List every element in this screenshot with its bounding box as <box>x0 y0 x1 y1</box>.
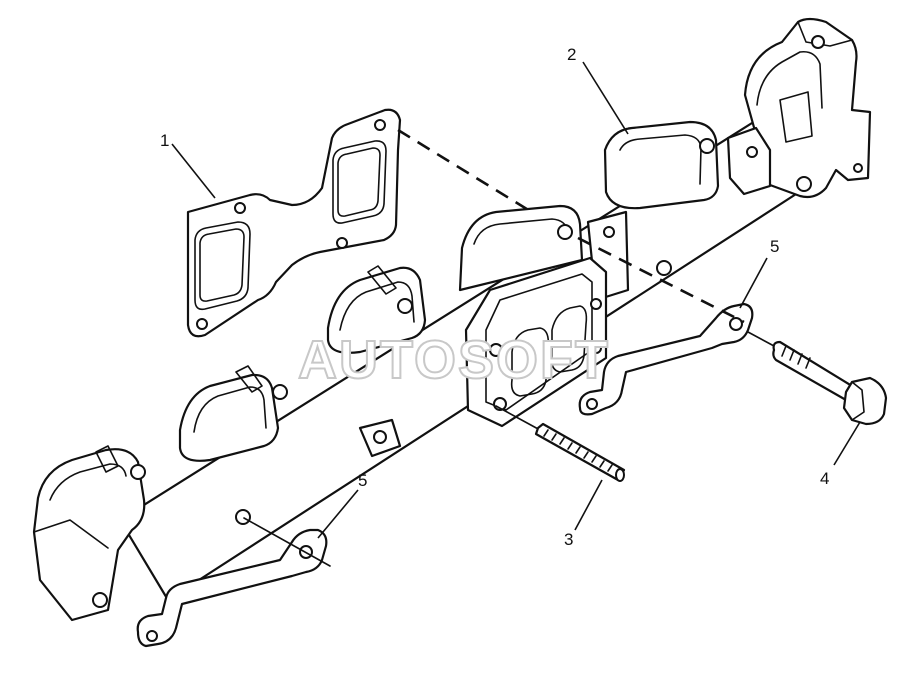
callout-gasket: 1 <box>160 131 169 150</box>
bolt <box>772 340 888 426</box>
alignment-line <box>495 405 541 431</box>
callout-leader <box>171 143 216 199</box>
callout-bolt: 4 <box>820 469 829 488</box>
callout-lock-plate-left: 5 <box>358 471 367 490</box>
exhaust-manifold <box>32 17 872 622</box>
callout-lock-plate-right: 5 <box>770 237 779 256</box>
callout-leader <box>833 421 861 466</box>
callout-stud: 3 <box>564 530 573 549</box>
stud <box>534 422 626 482</box>
callout-leader <box>582 61 629 135</box>
alignment-line <box>747 331 775 347</box>
lock-plate-right <box>578 302 754 416</box>
callout-leader <box>317 489 359 539</box>
alignment-line <box>243 517 331 567</box>
callout-leader <box>574 479 603 531</box>
watermark: AUTOSOFT <box>298 330 610 390</box>
manifold-gasket <box>186 108 402 338</box>
alignment-line <box>397 128 549 224</box>
callout-manifold: 2 <box>567 45 576 64</box>
alignment-line <box>577 236 745 324</box>
callout-leader <box>739 257 768 309</box>
